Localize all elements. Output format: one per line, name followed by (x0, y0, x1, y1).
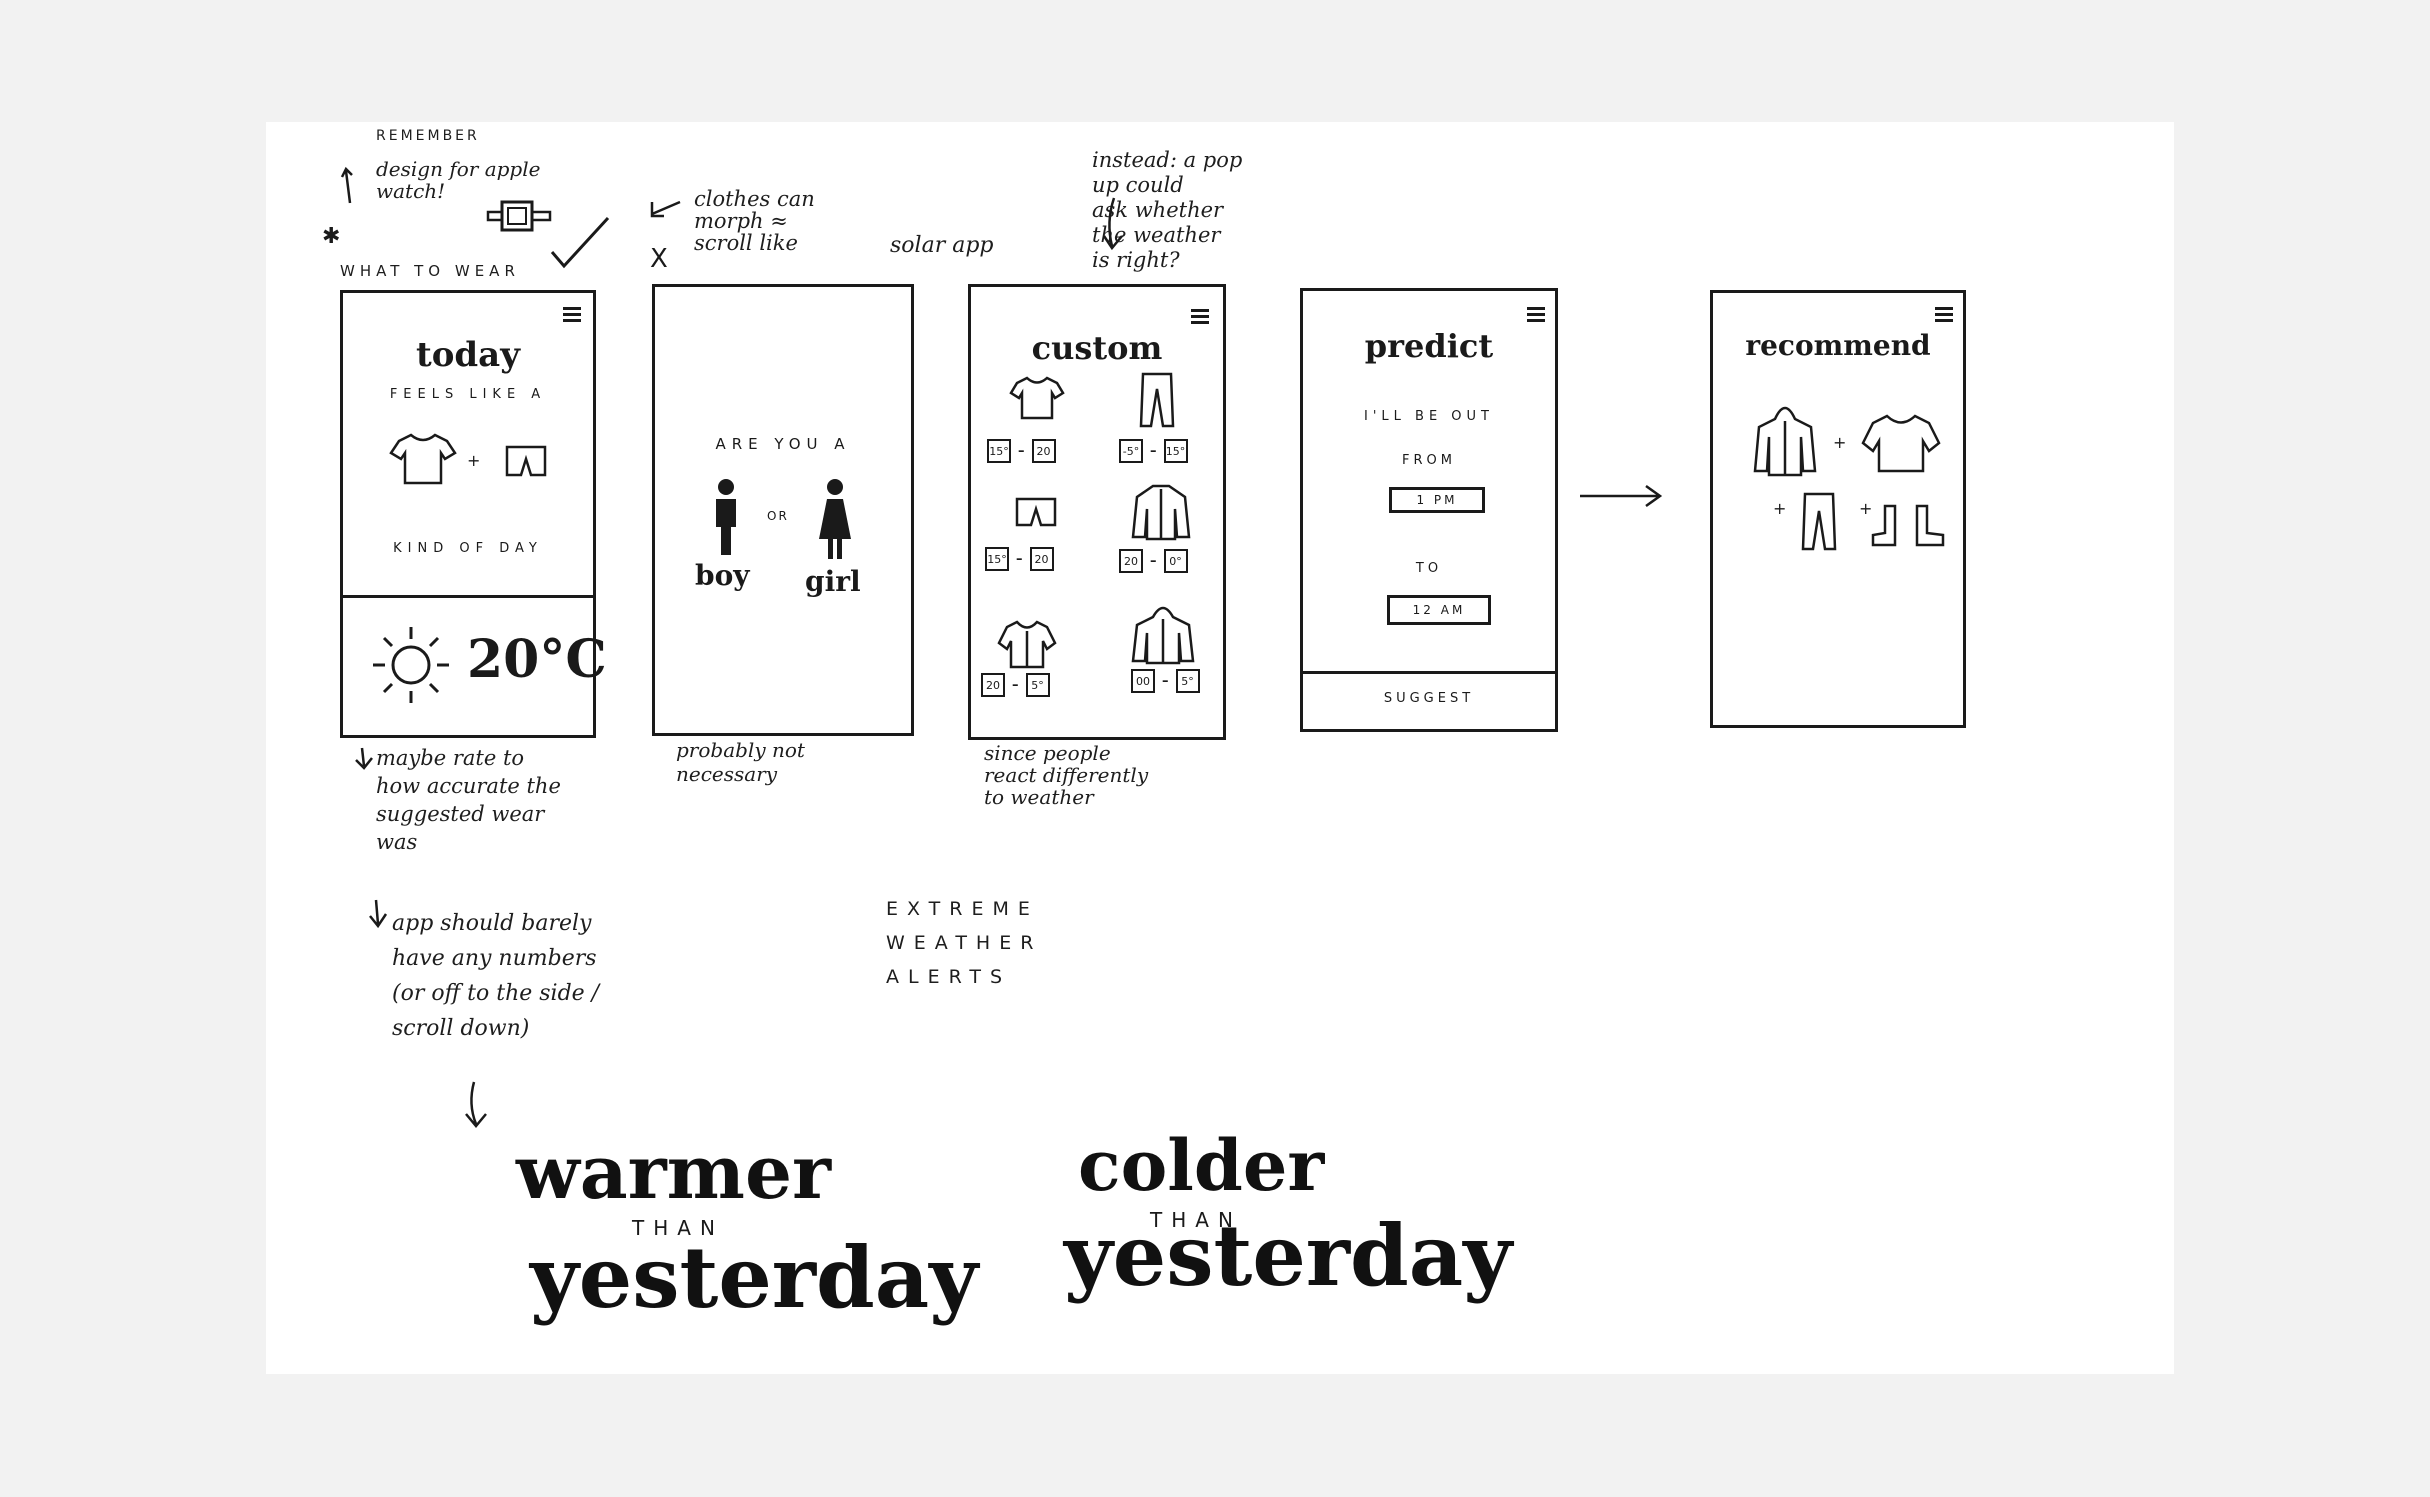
today-title: today (416, 335, 520, 375)
range-from[interactable]: 20 (981, 673, 1005, 697)
screen-recommend[interactable]: recommend + + + (1710, 290, 1966, 728)
range-pants[interactable]: -5°–15° (1119, 439, 1188, 463)
predict-from-time[interactable]: 1 PM (1389, 487, 1485, 513)
predict-title: predict (1364, 327, 1494, 365)
range-to[interactable]: 0° (1163, 549, 1188, 573)
gender-boy[interactable]: boy (695, 559, 750, 592)
colder-yesterday: yesterday (1064, 1206, 1513, 1305)
colder-than: THAN (1150, 1208, 1242, 1232)
plus-icon: + (1833, 433, 1847, 452)
warmer-label: warmer (516, 1130, 832, 1216)
predict-ill-be-out: I'LL BE OUT (1364, 409, 1494, 424)
note-what-to-wear: WHAT TO WEAR (340, 262, 520, 280)
range-tshirt[interactable]: 15°–20 (987, 439, 1056, 463)
arrow-down-icon (369, 899, 388, 929)
note-probably-not: probably not necessary (676, 738, 805, 786)
boots-icon (1871, 504, 1945, 547)
plus-icon: + (1773, 499, 1787, 518)
range-to[interactable]: 15° (1163, 439, 1188, 463)
shorts-icon (1015, 497, 1057, 527)
menu-icon[interactable] (1935, 307, 1953, 322)
shorts-icon (505, 445, 547, 477)
today-temperature: 20°C (467, 629, 607, 690)
boy-figure-icon[interactable] (711, 477, 741, 557)
sun-icon (373, 627, 449, 703)
range-from[interactable]: -5° (1119, 439, 1143, 463)
range-from[interactable]: 15° (985, 547, 1009, 571)
arrow-down-icon (465, 1081, 487, 1128)
note-maybe-rate: maybe rate to how accurate the suggested… (376, 746, 561, 854)
predict-from-label: FROM (1402, 453, 1456, 468)
today-feels-like: FEELS LIKE A (389, 387, 547, 402)
range-shorts[interactable]: 15°–20 (985, 547, 1054, 571)
menu-icon[interactable] (563, 307, 581, 322)
checkmark-icon (550, 216, 610, 269)
hooded-coat-icon (1131, 606, 1195, 665)
range-from[interactable]: 20 (1119, 549, 1143, 573)
tshirt-icon (1009, 376, 1065, 420)
note-apple-watch: design for apple watch! (376, 157, 541, 203)
asterisk-icon: ✱ (322, 224, 341, 249)
jacket-icon (1131, 484, 1191, 541)
note-instead-popup: instead: a pop up could ask whether the … (1092, 148, 1243, 272)
note-app-numbers: app should barely have any numbers (or o… (392, 911, 600, 1041)
warmer-yesterday: yesterday (530, 1228, 979, 1327)
note-remember: REMEMBER (376, 128, 480, 144)
gender-question: ARE YOU A (715, 435, 851, 453)
range-to[interactable]: 20 (1029, 547, 1054, 571)
note-solar-app: solar app (890, 233, 994, 258)
plus-icon: + (467, 451, 481, 470)
note-clothes-morph: clothes can morph ≈ scroll like (694, 187, 815, 255)
screen-today[interactable]: today FEELS LIKE A + KIND OF DAY 20°C (340, 290, 607, 738)
plus-icon: + (1859, 499, 1873, 518)
custom-title: custom (1031, 329, 1163, 367)
range-hooded-coat[interactable]: 00–5° (1131, 669, 1200, 693)
screen-gender[interactable]: ARE YOU A OR boy girl (652, 284, 914, 736)
predict-to-time[interactable]: 12 AM (1387, 595, 1491, 625)
range-to[interactable]: 5° (1025, 673, 1050, 697)
note-x-mark: X (650, 244, 668, 274)
colder-label: colder (1078, 1124, 1325, 1207)
apple-watch-icon (486, 200, 552, 232)
note-extreme-alerts: EXTREME WEATHER ALERTS (886, 898, 1043, 988)
range-to[interactable]: 5° (1175, 669, 1200, 693)
pants-icon (1801, 492, 1837, 551)
menu-icon[interactable] (1527, 307, 1545, 322)
warmer-than: THAN (632, 1216, 724, 1240)
range-from[interactable]: 15° (987, 439, 1011, 463)
girl-figure-icon[interactable] (815, 477, 855, 561)
range-from[interactable]: 00 (1131, 669, 1155, 693)
predict-to-label: TO (1415, 561, 1443, 576)
arrow-right-icon (1580, 484, 1663, 508)
range-to[interactable]: 20 (1031, 439, 1056, 463)
tshirt-icon (389, 433, 457, 485)
gender-or: OR (767, 509, 789, 523)
recommend-title: recommend (1745, 329, 1931, 362)
screen-predict[interactable]: predict I'LL BE OUT FROM 1 PM TO 12 AM S… (1300, 288, 1558, 732)
arrow-left-icon (650, 200, 681, 218)
predict-suggest-button[interactable]: SUGGEST (1383, 691, 1475, 706)
menu-icon[interactable] (1191, 309, 1209, 324)
sweater-icon (997, 620, 1057, 669)
today-kind-of-day: KIND OF DAY (393, 541, 543, 556)
arrow-down-icon (1102, 197, 1123, 251)
pants-icon (1139, 372, 1175, 428)
screen-custom[interactable]: custom 15°–20 -5°–15° 15°–20 20–0° 20–5°… (968, 284, 1226, 740)
sweater-icon (1861, 414, 1941, 473)
range-sweater[interactable]: 20–5° (981, 673, 1050, 697)
divider (343, 595, 593, 598)
gender-girl[interactable]: girl (805, 565, 861, 598)
arrow-up-icon (340, 166, 353, 204)
arrow-down-icon (355, 747, 373, 770)
hooded-coat-icon (1753, 406, 1817, 477)
note-since-people: since people react differently to weathe… (984, 741, 1149, 809)
range-jacket[interactable]: 20–0° (1119, 549, 1188, 573)
divider (1303, 671, 1555, 674)
